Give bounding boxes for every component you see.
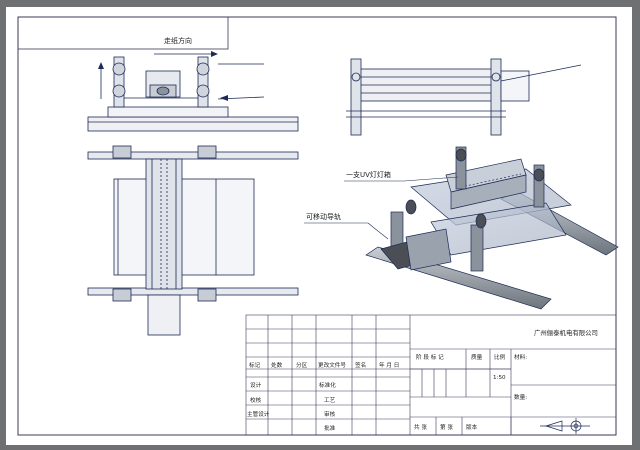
header-count: 处数 [271, 361, 283, 369]
header-change-doc: 更改文件号 [318, 361, 346, 369]
projection-symbol-icon [540, 418, 590, 434]
header-signature: 签名 [355, 361, 366, 369]
header-zone: 分区 [296, 361, 308, 369]
sheet-version: 版本 [466, 423, 478, 431]
row-standard: 标准化 [319, 381, 336, 389]
movable-rail-label: 可移动导轨 [306, 212, 341, 221]
uv-lamp-box-label: 一支UV灯灯箱 [346, 170, 391, 179]
row-approve: 批准 [324, 424, 336, 432]
row-check: 校核 [250, 396, 262, 404]
header-mark: 标记 [249, 361, 261, 369]
sheet-number: 第 张 [440, 423, 453, 431]
scale-value: 1:50 [493, 375, 506, 381]
isometric-view [365, 146, 619, 310]
weight-label: 质量 [471, 353, 483, 361]
row-supervisor: 主管设计 [247, 410, 270, 418]
side-view [346, 58, 582, 136]
front-view: 走纸方向 [87, 36, 299, 132]
drawing-sheet: 走纸方向 [6, 7, 632, 445]
annotation-leaders [304, 176, 459, 240]
row-review: 审核 [324, 410, 336, 418]
row-design: 设计 [250, 381, 262, 389]
company-name: 广州俪泰机电有限公司 [534, 328, 598, 337]
engineering-drawing: 走纸方向 [17, 16, 619, 436]
stage-label: 阶 段 标 记 [416, 353, 444, 361]
header-date: 年 月 日 [379, 361, 399, 369]
title-block [245, 314, 617, 436]
row-process: 工艺 [324, 397, 336, 404]
top-view [87, 145, 299, 336]
quantity-label: 数量: [514, 393, 527, 401]
sheet-total: 共 张 [414, 423, 427, 431]
paper-direction-label: 走纸方向 [164, 36, 192, 45]
corner-label-box [17, 16, 229, 50]
scale-label: 比例 [494, 353, 506, 361]
material-label: 材料: [514, 353, 527, 361]
